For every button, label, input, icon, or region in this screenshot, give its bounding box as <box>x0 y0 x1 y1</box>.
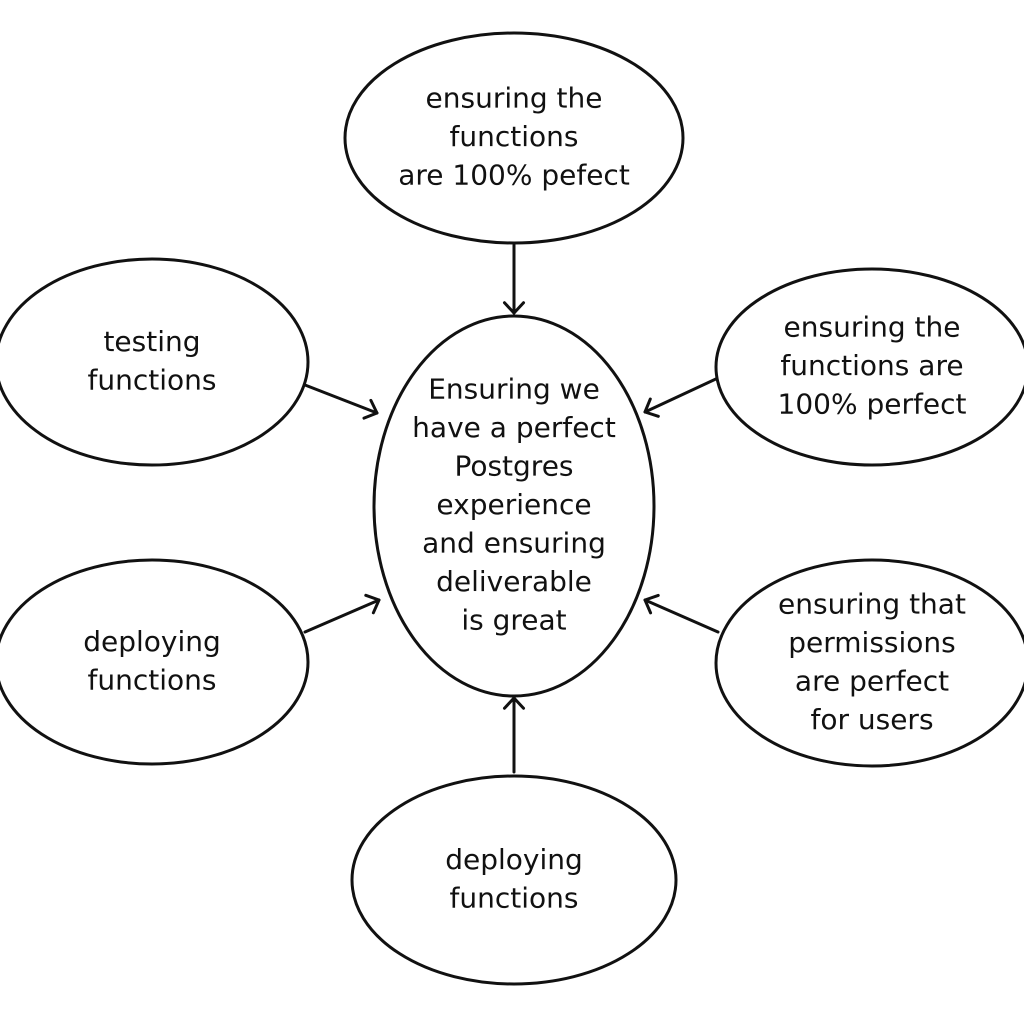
node-center-ellipse <box>372 314 656 698</box>
node-left-upper-text-line: functions <box>88 363 217 396</box>
arrow-shaft <box>643 598 720 634</box>
node-right-lower-text-line: permissions <box>788 626 956 659</box>
arrow-bottom-to-center <box>502 696 526 774</box>
arrow-right-lower-to-center <box>643 593 720 634</box>
node-top-ellipse <box>343 31 685 245</box>
arrowhead <box>502 696 526 710</box>
arrowhead <box>502 301 526 315</box>
node-top-text-line: ensuring the <box>426 82 603 115</box>
arrowhead <box>364 593 381 615</box>
node-bottom-text-line: functions <box>450 881 579 914</box>
node-right-upper-text-line: functions are <box>780 349 963 382</box>
arrow-left-lower-to-center <box>303 593 381 634</box>
node-left-upper-text-line: testing <box>103 325 200 358</box>
arrowhead <box>643 593 660 615</box>
node-bottom-text-line: deploying <box>445 843 583 876</box>
arrow-shaft <box>643 376 720 414</box>
arrows-layer <box>303 243 720 774</box>
node-center-text-line: Postgres <box>454 450 573 483</box>
node-left-lower-ellipse <box>0 558 310 766</box>
arrow-left-upper-to-center <box>303 383 379 420</box>
arrowhead <box>362 398 379 420</box>
node-top-text-line: functions <box>450 120 579 153</box>
node-right-upper-ellipse <box>714 267 1024 467</box>
node-left-lower-text-line: functions <box>88 663 217 696</box>
node-center-text-line: deliverable <box>436 565 592 598</box>
node-right-upper: ensuring the functions are 100% perfect <box>714 267 1024 467</box>
node-center-text-line: and ensuring <box>422 527 606 560</box>
node-right-lower-text-line: for users <box>810 703 933 736</box>
arrow-shaft <box>303 383 379 415</box>
arrow-top-to-center <box>502 243 526 315</box>
node-right-lower-ellipse <box>714 558 1024 768</box>
node-left-upper-ellipse <box>0 257 310 467</box>
node-center-text-line: is great <box>461 604 566 637</box>
node-center-text-line: Ensuring we <box>428 373 600 406</box>
node-center-text-line: have a perfect <box>412 411 616 444</box>
node-right-upper-text-line: 100% perfect <box>778 388 967 421</box>
node-left-lower-text-line: deploying <box>83 625 221 658</box>
arrow-shaft <box>303 598 381 634</box>
node-right-lower-text-line: ensuring that <box>778 587 966 620</box>
node-right-upper-text-line: ensuring the <box>784 311 961 344</box>
node-left-upper: testing functions <box>0 257 310 467</box>
arrow-right-upper-to-center <box>643 376 720 418</box>
node-top: ensuring the functions are 100% pefect <box>343 31 685 245</box>
node-bottom: deploying functions <box>350 774 678 986</box>
node-right-lower: ensuring that permissions are perfect for u… <box>714 558 1024 768</box>
node-top-text-line: are 100% pefect <box>398 159 630 192</box>
node-bottom-ellipse <box>350 774 678 986</box>
arrowhead <box>643 397 660 418</box>
node-left-lower: deploying functions <box>0 558 310 766</box>
node-right-lower-text-line: are perfect <box>795 664 949 697</box>
node-center-text-line: experience <box>436 488 591 521</box>
